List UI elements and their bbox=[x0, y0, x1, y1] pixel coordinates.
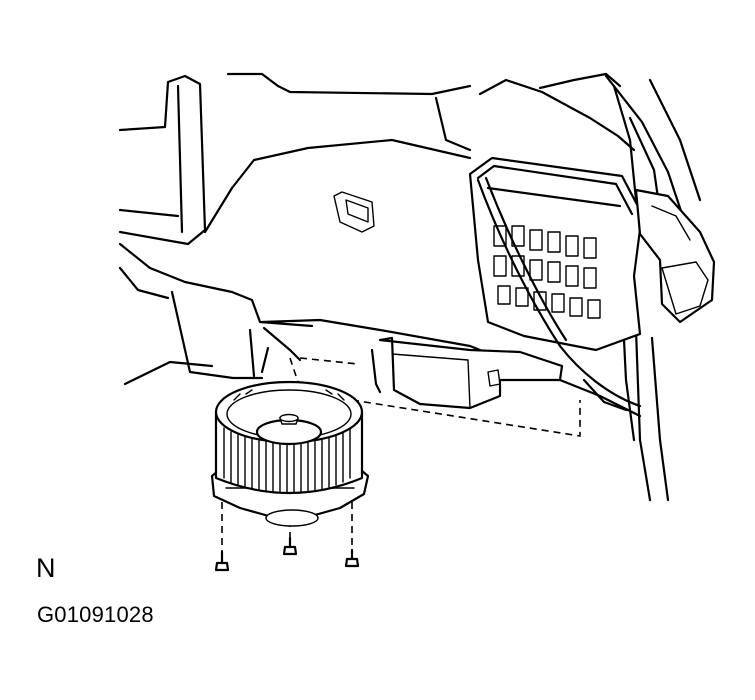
alignment-lines bbox=[221, 357, 581, 560]
screw-right bbox=[344, 548, 360, 568]
screw-left bbox=[214, 550, 230, 572]
figure-code-label: G01091028 bbox=[37, 602, 154, 627]
screw-middle bbox=[282, 536, 298, 556]
view-letter-label: N bbox=[36, 553, 56, 583]
blower-housing bbox=[370, 156, 716, 412]
mounting-screws bbox=[214, 536, 360, 572]
blower-fan-assembly bbox=[210, 380, 370, 527]
